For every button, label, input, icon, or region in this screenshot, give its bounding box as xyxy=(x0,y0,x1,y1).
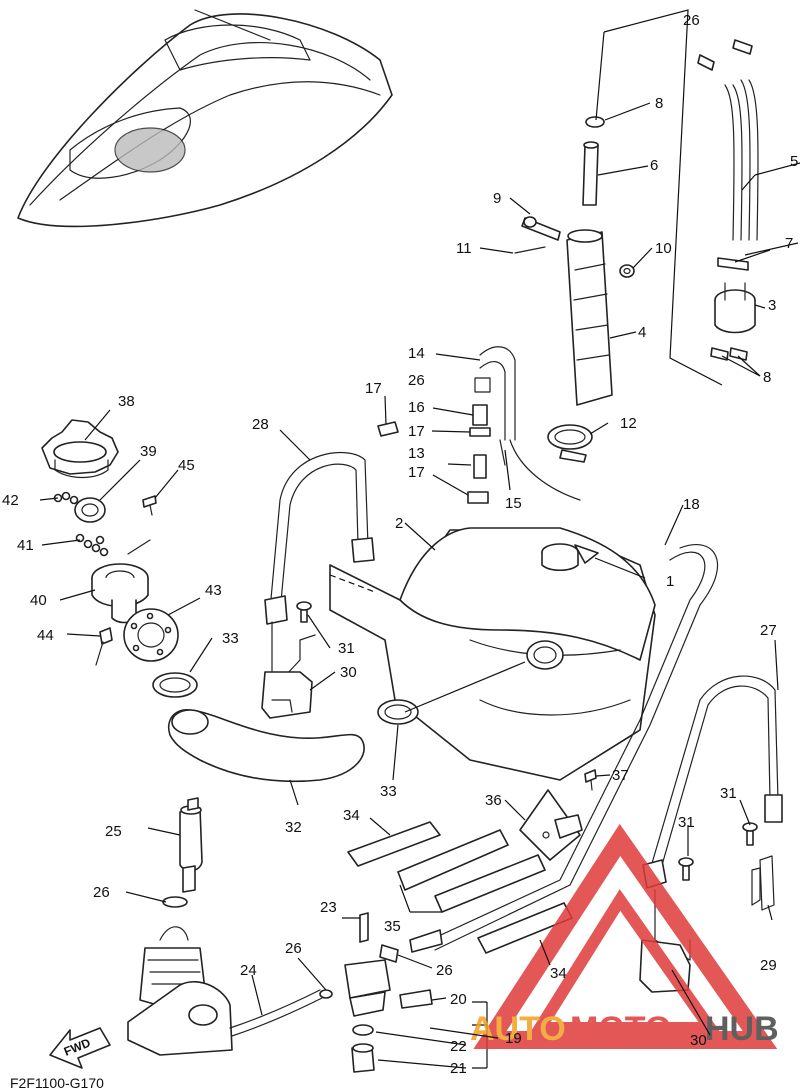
callout-3: 3 xyxy=(768,297,776,314)
damper-pads xyxy=(347,821,573,954)
callout-26a: 26 xyxy=(683,12,700,29)
forward-arrow: FWD xyxy=(49,1027,111,1069)
hose-clamp-12 xyxy=(547,424,593,463)
callout-10: 10 xyxy=(655,240,672,257)
vent-pipe-assembly xyxy=(514,116,635,406)
tank-bracket-left xyxy=(261,451,375,719)
callout-41: 41 xyxy=(17,537,34,554)
leader-lines xyxy=(39,102,800,1069)
callout-17b: 17 xyxy=(408,423,425,440)
callout-33a: 33 xyxy=(222,630,239,647)
callout-16: 16 xyxy=(408,399,425,416)
callout-34b: 34 xyxy=(550,965,567,982)
callout-31a: 31 xyxy=(338,640,355,657)
watermark-triangle-inner xyxy=(529,889,722,1034)
callout-30b: 30 xyxy=(690,1032,707,1049)
watercraft-illustration xyxy=(17,9,393,228)
watermark-hub: HUB xyxy=(705,1010,779,1048)
callout-37: 37 xyxy=(612,767,629,784)
callout-40: 40 xyxy=(30,592,47,609)
lower-fuel-components xyxy=(127,797,488,1073)
callout-17a: 17 xyxy=(365,380,382,397)
watermark-moto: MOTO xyxy=(570,1010,671,1048)
callout-30a: 30 xyxy=(340,664,357,681)
callout-28: 28 xyxy=(252,416,269,433)
callout-38: 38 xyxy=(118,393,135,410)
callout-12: 12 xyxy=(620,415,637,432)
filler-cap-assembly xyxy=(41,419,179,666)
callout-32: 32 xyxy=(285,819,302,836)
tank-bracket-right xyxy=(639,675,783,993)
callout-labels: 1 2 3 4 5 6 7 8 8 9 10 11 12 13 14 15 16… xyxy=(2,12,798,1077)
callout-17c: 17 xyxy=(408,464,425,481)
callout-44: 44 xyxy=(37,627,54,644)
callout-4: 4 xyxy=(638,324,646,341)
callout-24: 24 xyxy=(240,962,257,979)
callout-9: 9 xyxy=(493,190,501,207)
bracket-36 xyxy=(519,769,597,861)
breather-hoses xyxy=(377,346,719,953)
callout-7: 7 xyxy=(785,235,793,252)
callout-31b: 31 xyxy=(678,814,695,831)
automotohub-watermark: AUTO MOTO HUB xyxy=(470,823,779,1049)
callout-20: 20 xyxy=(450,991,467,1008)
callout-13: 13 xyxy=(408,445,425,462)
callout-23: 23 xyxy=(320,899,337,916)
callout-8a: 8 xyxy=(655,95,663,112)
callout-26e: 26 xyxy=(436,962,453,979)
callout-35: 35 xyxy=(384,918,401,935)
callout-22: 22 xyxy=(450,1038,467,1055)
callout-26d: 26 xyxy=(285,940,302,957)
callout-39: 39 xyxy=(140,443,157,460)
callout-36: 36 xyxy=(485,792,502,809)
callout-27: 27 xyxy=(760,622,777,639)
callout-11: 11 xyxy=(456,240,472,257)
callout-29: 29 xyxy=(760,957,777,974)
callout-43: 43 xyxy=(205,582,222,599)
fuel-hoses-5 xyxy=(697,39,759,361)
callout-18: 18 xyxy=(683,496,700,513)
callout-2: 2 xyxy=(395,515,403,532)
fuel-tank xyxy=(329,527,656,781)
callout-1: 1 xyxy=(666,573,674,590)
watermark-auto: AUTO xyxy=(470,1010,566,1048)
callout-8b: 8 xyxy=(763,369,771,386)
filler-hose-32 xyxy=(152,661,526,783)
callout-15: 15 xyxy=(505,495,522,512)
callout-26c: 26 xyxy=(93,884,110,901)
hose-group-dashes xyxy=(595,9,723,386)
callout-34a: 34 xyxy=(343,807,360,824)
callout-45: 45 xyxy=(178,457,195,474)
callout-19: 19 xyxy=(505,1030,522,1047)
callout-26b: 26 xyxy=(408,372,425,389)
callout-5: 5 xyxy=(790,153,798,170)
callout-14: 14 xyxy=(408,345,425,362)
callout-42: 42 xyxy=(2,492,19,509)
callout-6: 6 xyxy=(650,157,658,174)
watermark-triangle-outer xyxy=(473,823,778,1049)
callout-21: 21 xyxy=(450,1060,467,1077)
callout-33b: 33 xyxy=(380,783,397,800)
diagram-code: F2F1100-G170 xyxy=(10,1075,104,1091)
callout-31c: 31 xyxy=(720,785,737,802)
callout-25: 25 xyxy=(105,823,122,840)
